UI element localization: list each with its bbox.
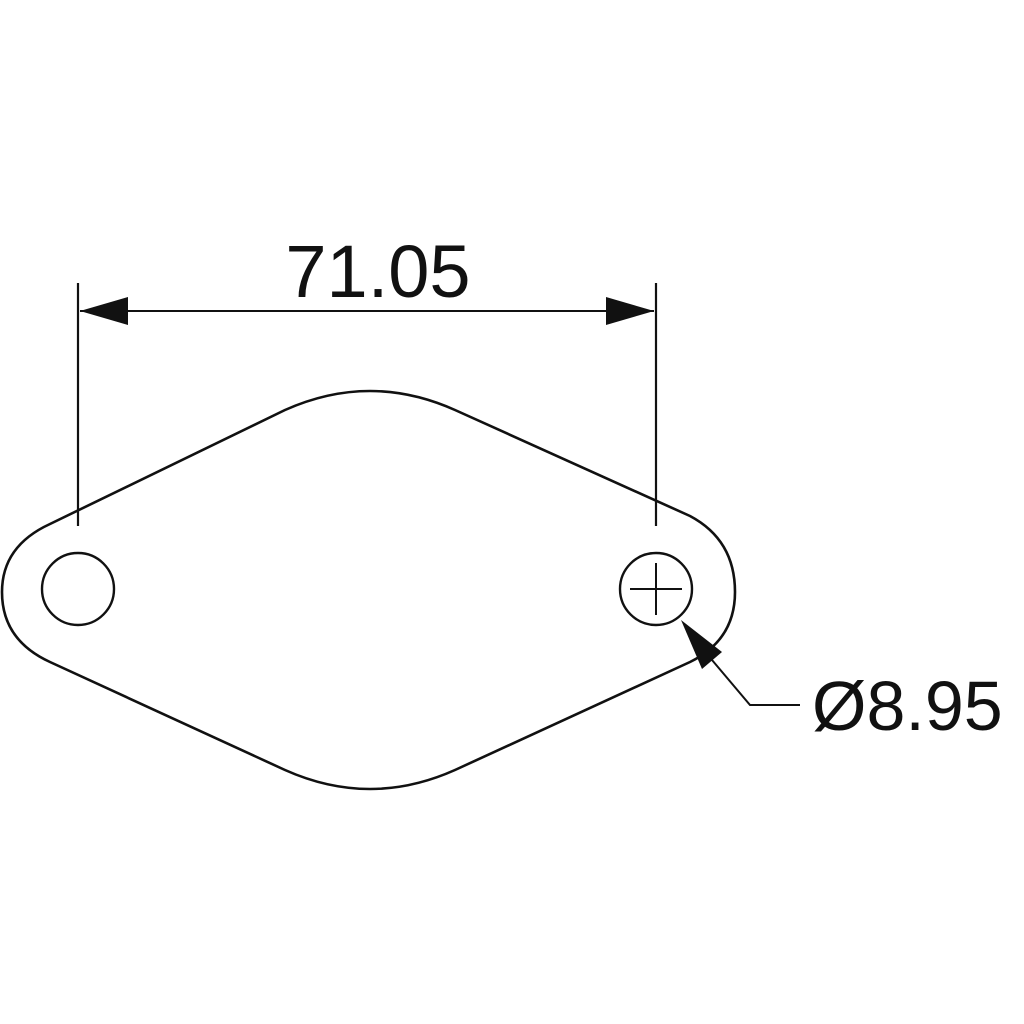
leader-arrowhead-icon — [681, 620, 722, 669]
center-mark-icon — [630, 563, 682, 615]
leader-line — [711, 659, 800, 706]
left-hole — [40, 551, 116, 627]
arrowhead-left-icon — [80, 297, 128, 325]
arrowhead-right-icon — [606, 297, 654, 325]
hole-spacing-label: 71.05 — [285, 230, 470, 313]
right-hole — [618, 551, 694, 627]
hole-diameter-label: Ø8.95 — [812, 667, 1003, 745]
gasket-outline — [0, 389, 737, 791]
